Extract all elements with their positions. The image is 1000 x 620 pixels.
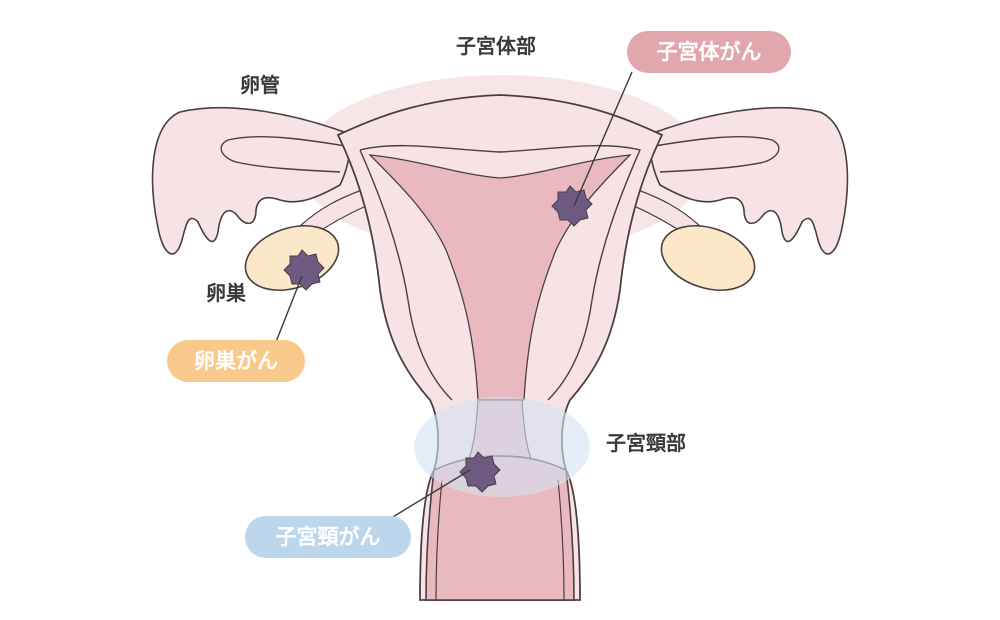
ovarian-cancer-text: 卵巣がん (194, 349, 278, 373)
ovarian-cancer-leader (271, 275, 303, 353)
cervix-highlight (414, 397, 590, 497)
cervical-tumor (459, 451, 501, 493)
uterine-cancer-text: 子宮体がん (657, 40, 762, 64)
vaginal-wall-right (557, 479, 565, 601)
right-ovary (660, 225, 756, 291)
ovarian-cancer-callout: 卵巣がん (167, 340, 305, 382)
cervical-cancer-callout: 子宮頸がん (245, 516, 411, 558)
left-tube-inner (220, 136, 359, 173)
uterine-cancer-callout: 子宮体がん (627, 31, 791, 73)
cervical-cancer-text: 子宮頸がん (276, 525, 381, 549)
uterus-wall-line (359, 144, 641, 401)
right-fallopian-tube (647, 106, 849, 255)
vaginal-wall-left (435, 479, 443, 601)
label-fallopian-tube: 卵管 (240, 73, 280, 97)
uterine-tumor (551, 185, 593, 227)
ovarian-tumor (283, 249, 325, 291)
uterine-cancer-leader (573, 71, 633, 207)
label-cervix: 子宮頸部 (606, 431, 686, 455)
left-fallopian-tube (151, 106, 353, 255)
label-uterine-body: 子宮体部 (456, 34, 536, 58)
right-tube-inner (641, 136, 780, 173)
label-ovary: 卵巣 (206, 281, 247, 305)
